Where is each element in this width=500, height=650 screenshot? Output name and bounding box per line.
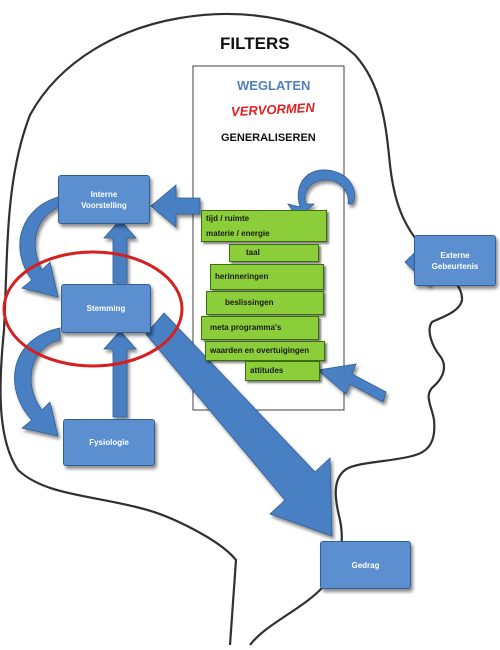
node-interne-voorstelling: Interne Voorstelling [58,175,150,224]
filter-item: meta programma's [201,316,319,340]
filter-label: herinneringen [215,272,269,281]
curved-arrow-interne-stemming [19,195,63,298]
node-externe-gebeurtenis: Externe Gebeurtenis [414,235,496,286]
node-label: Gedrag [351,560,380,570]
node-gedrag: Gedrag [320,541,411,589]
filter-label: materie / energie [206,229,270,238]
filter-item: taal [229,244,319,262]
filter-label: attitudes [250,366,284,375]
heading-generaliseren: GENERALISEREN [221,132,316,144]
arrow-into-attitudes [317,363,387,403]
arrow-filters-interne [150,184,201,228]
filter-label: taal [246,248,260,257]
node-label: Externe Gebeurtenis [431,250,479,271]
node-fysiologie: Fysiologie [63,419,155,466]
arrow-fysiologie-stemming [103,330,137,418]
filter-item: herinneringen [210,264,324,290]
filter-label: waarden en overtuigingen [210,346,310,355]
page-title: FILTERS [220,34,290,53]
node-label: Fysiologie [89,438,129,447]
head-silhouette [0,12,464,646]
arrow-stemming-gedrag [145,312,333,537]
curved-arrow-generaliseren-loop [287,169,355,219]
node-label: Stemming [86,304,126,313]
arrow-stemming-interne [103,219,137,284]
filter-label: meta programma's [210,323,282,332]
heading-weglaten: WEGLATEN [237,78,311,93]
filter-label: tijd / ruimte [206,214,250,223]
filter-item: attitudes [245,361,320,381]
filter-label: beslissingen [225,298,274,307]
highlight-ring [2,250,184,368]
node-stemming: Stemming [61,284,151,333]
filter-item: waarden en overtuigingen [205,341,325,361]
filter-item: tijd / ruimte materie / energie [201,210,327,242]
node-label: Interne Voorstelling [81,189,127,210]
filter-item: beslissingen [206,291,324,315]
